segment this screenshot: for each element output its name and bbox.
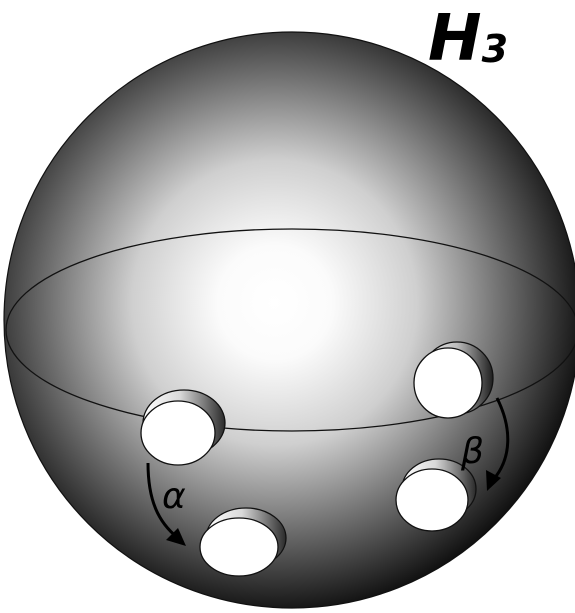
title-subscript: 3 [482, 27, 508, 71]
title-main: H [428, 2, 482, 76]
sphere [4, 32, 575, 608]
alpha-label: α [162, 476, 186, 517]
beta-label: β [460, 431, 484, 472]
title-h3: H3 [428, 2, 508, 76]
